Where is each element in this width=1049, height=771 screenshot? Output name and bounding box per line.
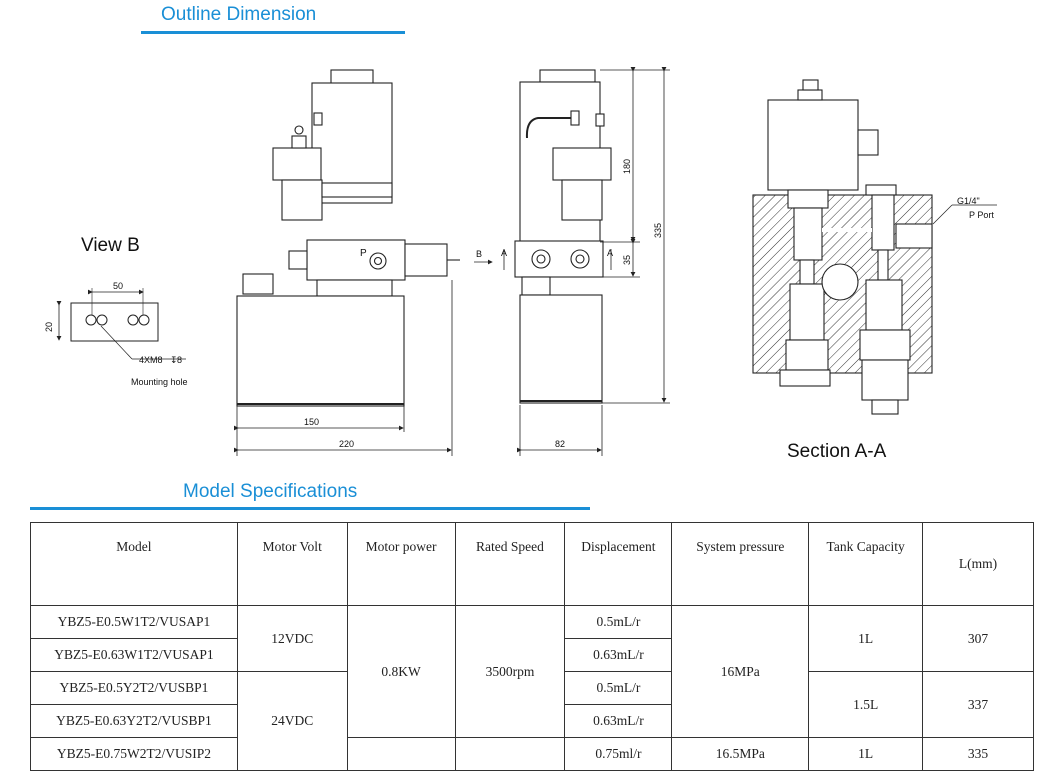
displacement-cell: 0.63mL/r bbox=[564, 638, 673, 672]
tank-capacity-cell: 1.5L bbox=[808, 671, 924, 738]
motor-power-cell-empty bbox=[346, 737, 456, 771]
header-length: L(mm) bbox=[922, 522, 1034, 606]
side-label-a-right: A bbox=[607, 248, 613, 258]
mounting-hole bbox=[85, 314, 150, 326]
side-dim-335: 335 bbox=[653, 223, 663, 238]
side-dim-180: 180 bbox=[622, 159, 632, 174]
view-b-dim-20: 20 bbox=[44, 322, 54, 332]
front-dim-150: 150 bbox=[304, 417, 319, 427]
hole-depth: 8 bbox=[177, 355, 182, 365]
rated-speed-cell-empty bbox=[454, 737, 566, 771]
section-a-a bbox=[752, 79, 933, 415]
model-cell: YBZ5-E0.63Y2T2/VUSBP1 bbox=[30, 704, 238, 738]
view-b-title: View B bbox=[81, 235, 140, 256]
side-dim-35: 35 bbox=[622, 255, 632, 265]
model-specifications-title: Model Specifications bbox=[183, 481, 358, 502]
model-spec-table: Model Motor Volt Motor power Rated Speed… bbox=[30, 522, 1034, 771]
length-cell: 307 bbox=[922, 605, 1034, 672]
side-label-b: B bbox=[476, 249, 482, 259]
table-row: YBZ5-E0.63Y2T2/VUSBP1 0.63mL/r bbox=[30, 704, 1034, 738]
table-row: YBZ5-E0.75W2T2/VUSIP2 0.75ml/r 16.5MPa 1… bbox=[30, 737, 1034, 771]
table-row: YBZ5-E0.5Y2T2/VUSBP1 24VDC 0.5mL/r 1.5L … bbox=[30, 671, 1034, 771]
hole-thread-note: 4XM8 bbox=[139, 355, 163, 365]
section-title: Section A-A bbox=[787, 441, 887, 462]
view-b-dim-50: 50 bbox=[113, 281, 123, 291]
specs-title-rule bbox=[30, 507, 590, 510]
header-rated-speed: Rated Speed bbox=[454, 522, 566, 606]
header-displacement: Displacement bbox=[564, 522, 673, 606]
mounting-hole-caption: Mounting hole bbox=[131, 377, 188, 387]
length-cell: 335 bbox=[922, 737, 1034, 771]
motor-volt-cell: 12VDC bbox=[236, 605, 348, 672]
front-port-p: P bbox=[360, 248, 367, 259]
side-dim-82: 82 bbox=[555, 439, 565, 449]
side-dimensions bbox=[474, 67, 670, 456]
motor-volt-cell: 24VDC bbox=[236, 671, 348, 771]
front-dimensions bbox=[234, 280, 453, 456]
hole-depth-symbol: ↧ bbox=[170, 355, 178, 365]
length-cell: 337 bbox=[922, 671, 1034, 738]
system-pressure-cell: 16.5MPa bbox=[671, 737, 810, 771]
header-motor-power: Motor power bbox=[346, 522, 456, 606]
front-dim-220: 220 bbox=[339, 439, 354, 449]
motor-power-cell: 0.8KW bbox=[346, 605, 456, 738]
model-cell: YBZ5-E0.75W2T2/VUSIP2 bbox=[30, 737, 238, 771]
technical-drawing: View B 50 20 4XM8 ↧ 8 Mounting hole bbox=[44, 67, 997, 462]
tank-capacity-cell: 1L bbox=[808, 737, 924, 771]
section-port: P Port bbox=[969, 210, 994, 220]
section-thread: G1/4" bbox=[957, 196, 980, 206]
header-motor-volt: Motor Volt bbox=[236, 522, 348, 606]
front-view bbox=[236, 69, 460, 407]
tank-capacity-cell: 1L bbox=[808, 605, 924, 672]
header-system-pressure: System pressure bbox=[671, 522, 810, 606]
side-label-a-left: A bbox=[501, 248, 507, 258]
model-cell: YBZ5-E0.63W1T2/VUSAP1 bbox=[30, 638, 238, 672]
mounting-plate bbox=[70, 302, 159, 342]
side-view bbox=[514, 69, 612, 404]
outline-title-rule bbox=[141, 31, 405, 34]
system-pressure-cell: 16MPa bbox=[671, 605, 810, 738]
model-cell: YBZ5-E0.5W1T2/VUSAP1 bbox=[30, 605, 238, 639]
table-row: YBZ5-E0.5W1T2/VUSAP1 12VDC 0.8KW 3500rpm… bbox=[30, 605, 1034, 738]
view-b: View B 50 20 4XM8 ↧ 8 Mounting hole bbox=[44, 235, 188, 387]
displacement-cell: 0.5mL/r bbox=[564, 605, 673, 639]
table-row: YBZ5-E0.63W1T2/VUSAP1 0.63mL/r bbox=[30, 638, 1034, 672]
displacement-cell: 0.63mL/r bbox=[564, 704, 673, 738]
table-header-row: Model Motor Volt Motor power Rated Speed… bbox=[30, 522, 1034, 606]
displacement-cell: 0.75ml/r bbox=[564, 737, 673, 771]
outline-dimension-title: Outline Dimension bbox=[161, 4, 317, 25]
header-model: Model bbox=[30, 522, 238, 606]
rated-speed-cell: 3500rpm bbox=[454, 605, 566, 738]
displacement-cell: 0.5mL/r bbox=[564, 671, 673, 705]
model-cell: YBZ5-E0.5Y2T2/VUSBP1 bbox=[30, 671, 238, 705]
header-tank-capacity: Tank Capacity bbox=[808, 522, 924, 606]
